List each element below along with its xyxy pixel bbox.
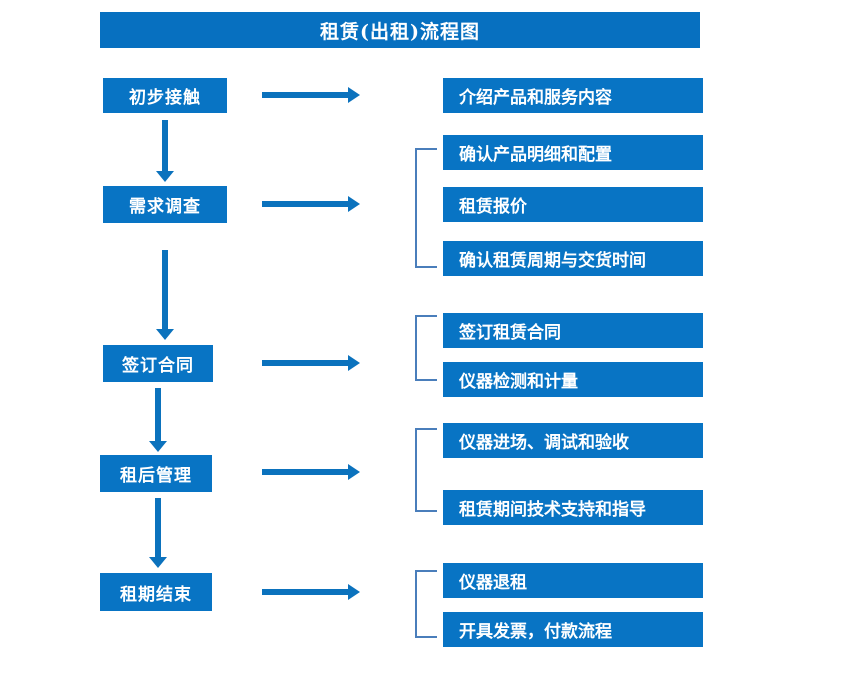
detail-node-confirm-period-delivery[interactable]: 确认租赁周期与交货时间	[443, 241, 703, 276]
down-arrow-icon	[155, 120, 175, 182]
detail-node-introduce-products[interactable]: 介绍产品和服务内容	[443, 78, 703, 113]
stage-node-lease-end[interactable]: 租期结束	[100, 573, 212, 611]
detail-node-rental-quotation[interactable]: 租赁报价	[443, 187, 703, 222]
bracket-connector-stage-5	[415, 570, 437, 638]
detail-label: 签订租赁合同	[459, 323, 561, 343]
detail-label: 确认租赁周期与交货时间	[459, 251, 646, 271]
detail-label: 介绍产品和服务内容	[459, 88, 612, 108]
right-arrow-icon	[262, 464, 360, 480]
detail-label: 租赁报价	[459, 197, 527, 217]
right-arrow-icon	[262, 355, 360, 371]
detail-label: 确认产品明细和配置	[459, 145, 612, 165]
stage-label: 租后管理	[120, 466, 192, 486]
detail-node-instrument-entry-commission[interactable]: 仪器进场、调试和验收	[443, 423, 703, 458]
right-arrow-icon	[262, 584, 360, 600]
down-arrow-icon	[155, 250, 175, 340]
bracket-connector-stage-2	[415, 148, 437, 268]
detail-node-sign-rental-contract[interactable]: 签订租赁合同	[443, 313, 703, 348]
stage-label: 需求调查	[129, 197, 201, 217]
stage-node-post-rental-management[interactable]: 租后管理	[100, 455, 212, 492]
detail-node-instrument-return[interactable]: 仪器退租	[443, 563, 703, 598]
detail-node-confirm-product-spec[interactable]: 确认产品明细和配置	[443, 135, 703, 170]
detail-label: 仪器进场、调试和验收	[459, 433, 629, 453]
down-arrow-icon	[148, 388, 168, 452]
page-title: 租赁(出租)流程图	[320, 20, 480, 43]
stage-node-initial-contact[interactable]: 初步接触	[103, 78, 227, 113]
stage-label: 租期结束	[120, 584, 192, 605]
detail-label: 仪器退租	[459, 573, 527, 593]
detail-node-instrument-inspection[interactable]: 仪器检测和计量	[443, 362, 703, 397]
right-arrow-icon	[262, 87, 360, 103]
right-arrow-icon	[262, 196, 360, 212]
bracket-connector-stage-4	[415, 428, 437, 512]
chart-title-bar: 租赁(出租)流程图	[100, 12, 700, 48]
detail-label: 租赁期间技术支持和指导	[459, 500, 646, 520]
stage-label: 签订合同	[122, 356, 194, 376]
detail-label: 仪器检测和计量	[459, 372, 578, 392]
stage-label: 初步接触	[129, 88, 201, 108]
detail-node-invoice-payment[interactable]: 开具发票，付款流程	[443, 612, 703, 647]
detail-label: 开具发票，付款流程	[459, 622, 612, 642]
bracket-connector-stage-3	[415, 315, 437, 381]
stage-node-sign-contract[interactable]: 签订合同	[103, 345, 213, 382]
detail-node-technical-support[interactable]: 租赁期间技术支持和指导	[443, 490, 703, 525]
down-arrow-icon	[148, 498, 168, 568]
stage-node-requirement-survey[interactable]: 需求调查	[103, 186, 227, 223]
